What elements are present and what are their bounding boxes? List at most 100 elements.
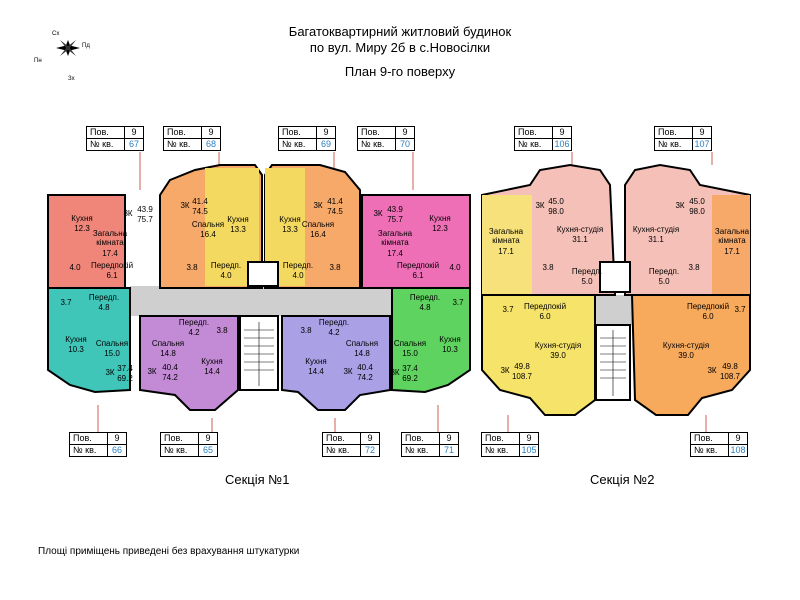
footnote: Площі приміщень приведені без врахування… (38, 546, 300, 557)
section-2-plan (481, 163, 751, 416)
room-area: 4.8 (98, 303, 110, 312)
apt-area: 37.4 (402, 364, 418, 373)
apt-number: 67 (128, 139, 139, 149)
room-area: 3.7 (734, 305, 746, 314)
room-label: Кухня-студія (535, 341, 581, 350)
room-area: 31.1 (572, 235, 588, 244)
floor-label: Пов. (358, 127, 396, 138)
room-area: 39.0 (550, 351, 566, 360)
room-label: Спальня (192, 220, 224, 229)
room-label: Загальна (715, 227, 750, 236)
room-type: 3К (373, 209, 382, 218)
room-label: Спальня (96, 339, 128, 348)
room-area: 10.3 (442, 345, 458, 354)
apt-number: 69 (320, 139, 331, 149)
apt-area: 40.4 (357, 363, 373, 372)
room-label: Кухня (279, 215, 300, 224)
apt-number: 108 (730, 445, 746, 455)
room-label: Кухня-студія (633, 225, 679, 234)
apt-label: № кв. (87, 139, 125, 150)
apt-number: 107 (694, 139, 710, 149)
apt-area: 74.2 (357, 373, 373, 382)
section-2-label: Секція №2 (590, 472, 655, 487)
pointer-lines (97, 152, 713, 432)
room-area: 6.1 (412, 271, 424, 280)
room-area: 4.0 (220, 271, 232, 280)
room-label: кімната (718, 236, 746, 245)
room-label: Передпокій (524, 302, 566, 311)
room-label: Передп. (649, 267, 679, 276)
apt-box-105: Пов.9 № кв.105 (481, 432, 539, 457)
room-label: Кухня (305, 357, 326, 366)
apt-label: № кв. (323, 445, 361, 456)
apt-area: 75.7 (387, 215, 403, 224)
apt-area: 40.4 (162, 363, 178, 372)
section-1-label: Секція №1 (225, 472, 290, 487)
elevator-2 (599, 261, 631, 293)
room-label: Передп. (410, 293, 440, 302)
room-type: 3К (105, 368, 114, 377)
apt-number: 106 (554, 139, 570, 149)
room-type: 3К (535, 201, 544, 210)
room-label: Кухня (71, 214, 92, 223)
apt-area: 43.9 (387, 205, 403, 214)
room-label: Спальня (152, 339, 184, 348)
floor-label: Пов. (70, 433, 108, 444)
floor-value: 9 (699, 127, 705, 137)
room-area: 4.0 (449, 263, 461, 272)
room-area: 6.0 (539, 312, 551, 321)
room-area: 3.8 (216, 326, 228, 335)
compass-e-label: Пд (82, 43, 90, 49)
room-type: 3К (675, 201, 684, 210)
room-area: 15.0 (402, 349, 418, 358)
corridor (130, 286, 410, 316)
apt-area: 45.0 (689, 197, 705, 206)
apt-area: 43.9 (137, 205, 153, 214)
room-label: кімната (492, 236, 520, 245)
room-label: Кухня (227, 215, 248, 224)
apt-number: 105 (521, 445, 537, 455)
room-label: Передпокій (687, 302, 729, 311)
apt-number: 71 (443, 445, 454, 455)
room-area: 3.8 (300, 326, 312, 335)
apt-area: 108.7 (720, 372, 741, 381)
room-label: Кухня (439, 335, 460, 344)
room-label: Передп. (572, 267, 602, 276)
apartment-107-living (712, 195, 750, 295)
apt-box-106: Пов.9 № кв.106 (514, 126, 572, 151)
room-label: Передпокій (397, 261, 439, 270)
room-area: 14.8 (354, 349, 370, 358)
apt-area: 45.0 (548, 197, 564, 206)
room-area: 3.8 (329, 263, 341, 272)
apartment-65 (139, 315, 239, 411)
apartment-72 (281, 315, 391, 411)
room-area: 14.8 (160, 349, 176, 358)
room-area: 12.3 (74, 224, 90, 233)
title-line-1: Багатоквартирний житловий будинок (288, 24, 512, 39)
compass-s-label: Зх (68, 76, 75, 82)
apt-number: 72 (364, 445, 375, 455)
room-area: 39.0 (678, 351, 694, 360)
apt-area: 69.2 (402, 374, 418, 383)
floor-value: 9 (114, 433, 120, 443)
room-label: Спальня (394, 339, 426, 348)
floor-value: 9 (205, 433, 211, 443)
room-type: 3К (313, 201, 322, 210)
room-area: 12.3 (432, 224, 448, 233)
apt-label: № кв. (655, 139, 693, 150)
room-label: Кухня-студія (557, 225, 603, 234)
apt-label: № кв. (402, 445, 440, 456)
apt-box-72: Пов.9 № кв.72 (322, 432, 380, 457)
section-1-plan (47, 164, 471, 411)
room-area: 4.8 (419, 303, 431, 312)
floor-label: Пов. (691, 433, 729, 444)
room-area: 31.1 (648, 235, 664, 244)
room-area: 3.7 (452, 298, 464, 307)
apt-label: № кв. (164, 139, 202, 150)
apt-area: 49.8 (514, 362, 530, 371)
stairs-icon (244, 322, 274, 386)
apt-area: 98.0 (689, 207, 705, 216)
room-label: Передп. (89, 293, 119, 302)
apt-area: 49.8 (722, 362, 738, 371)
